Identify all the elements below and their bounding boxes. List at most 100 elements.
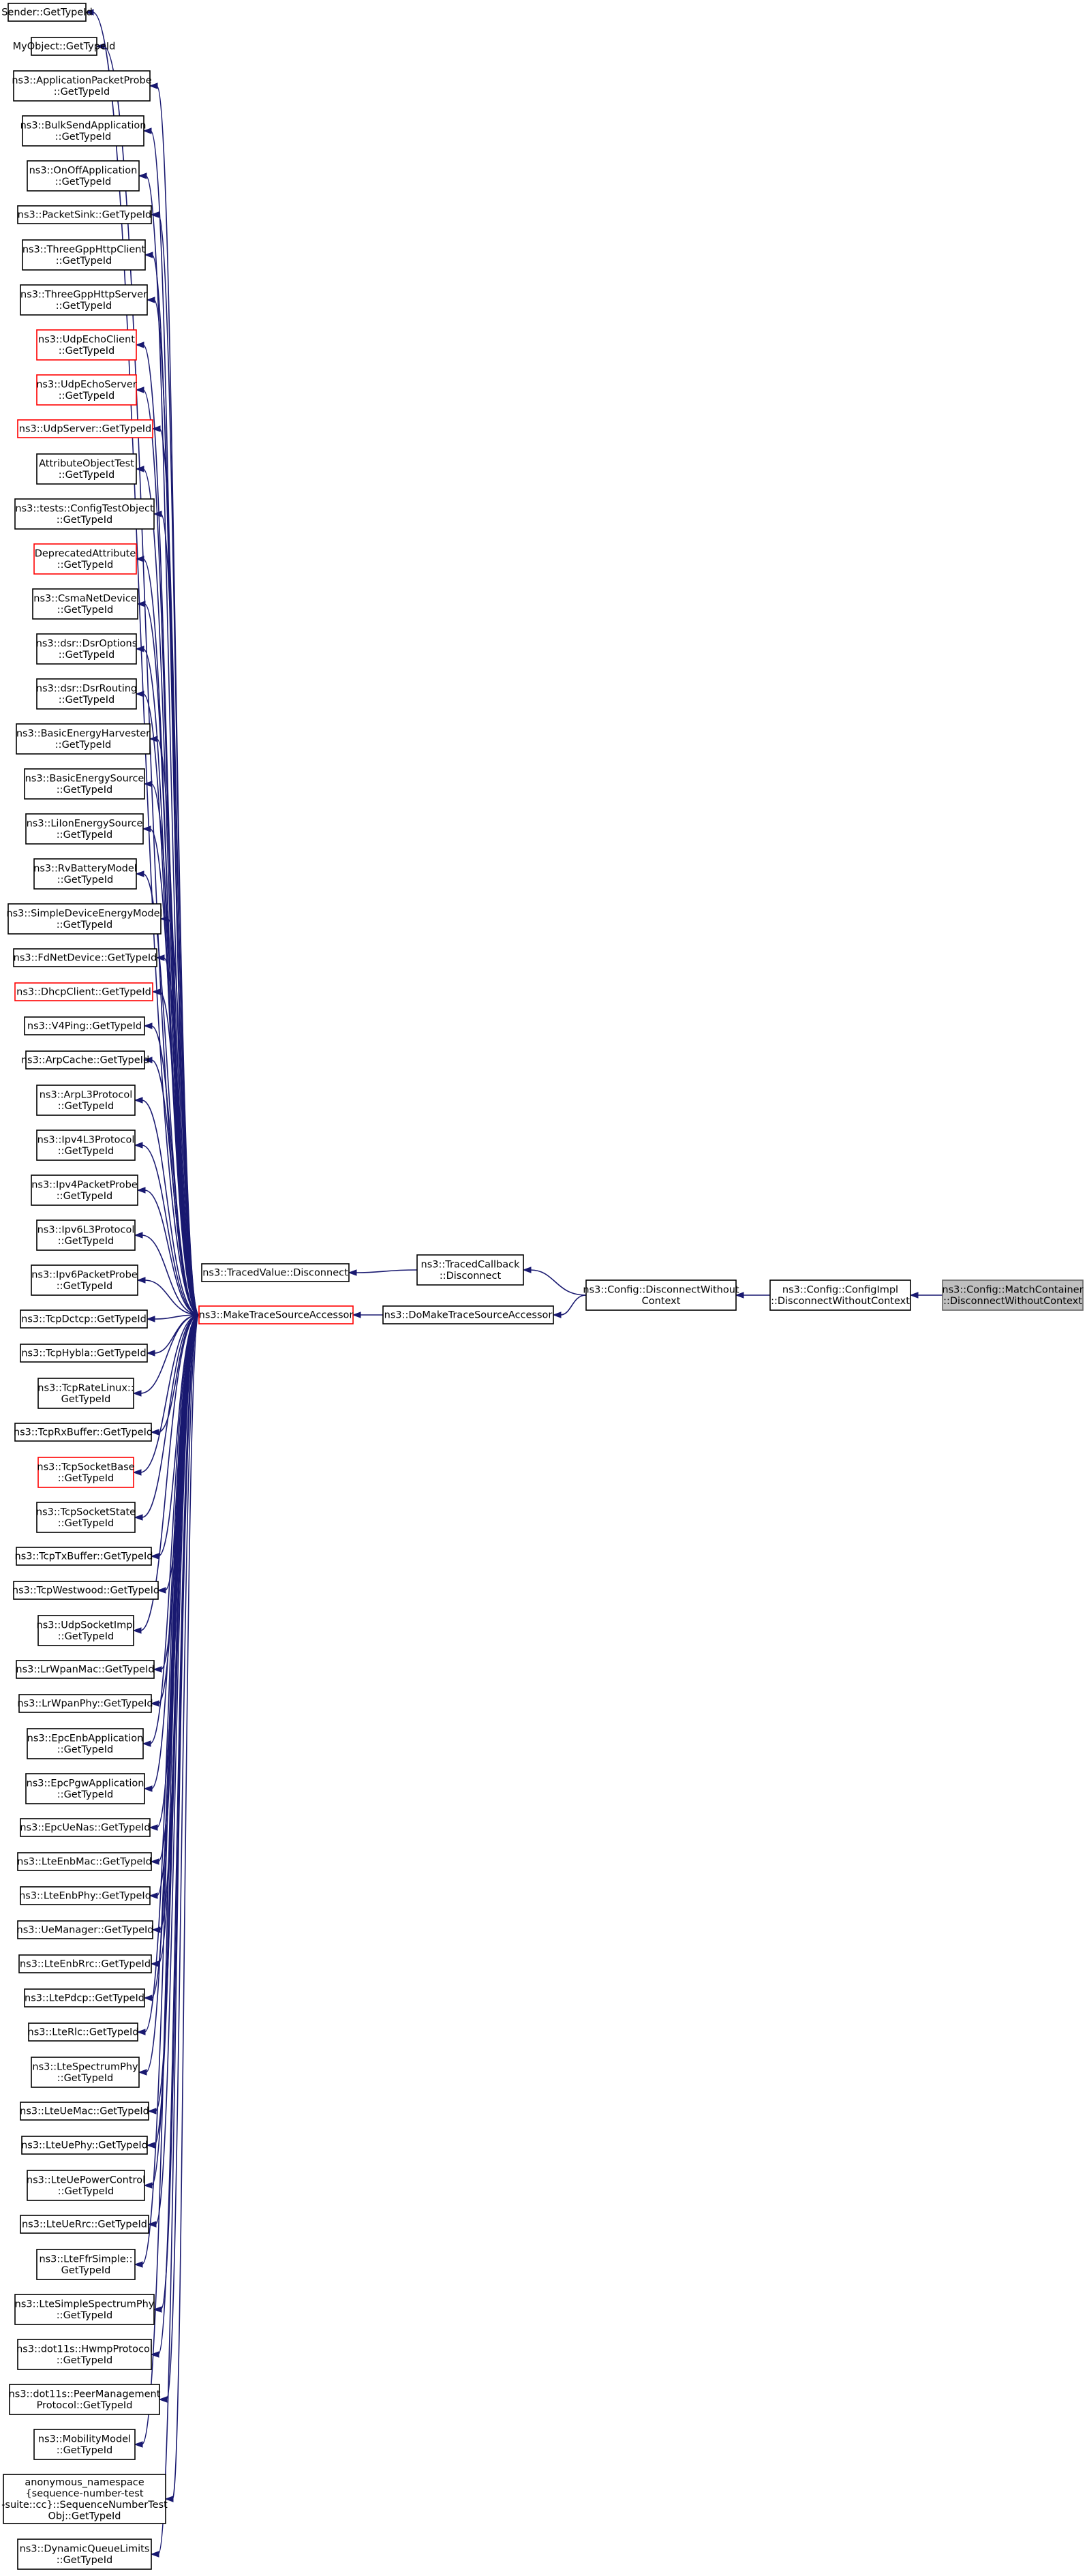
node-dynqueuelimits[interactable]: ns3::DynamicQueueLimits::GetTypeId [17,2539,152,2570]
node-uemanager[interactable]: ns3::UeManager::GetTypeId [17,1920,154,1939]
node-box[interactable] [198,1305,354,1324]
node-box[interactable] [201,1263,350,1282]
node-box[interactable] [31,37,97,56]
node-box[interactable] [22,115,144,147]
node-box[interactable] [20,1818,151,1837]
node-box[interactable] [17,205,152,224]
node-box[interactable] [14,1423,152,1442]
node-box[interactable] [37,1378,134,1409]
node-box[interactable] [36,453,137,485]
node-box[interactable] [36,2249,136,2280]
node-ltepdcp[interactable]: ns3::LtePdcp::GetTypeId [24,1988,145,2007]
node-lteuerrc[interactable]: ns3::LteUeRrc::GetTypeId [20,2215,149,2234]
node-onoff[interactable]: ns3::OnOffApplication::GetTypeId [27,160,140,192]
node-box[interactable] [33,543,137,575]
node-dsroptions[interactable]: ns3::dsr::DsrOptions::GetTypeId [36,633,138,665]
node-tcprxbuffer[interactable]: ns3::TcpRxBuffer::GetTypeId [14,1423,153,1442]
node-box[interactable] [33,2429,136,2460]
node-lterlc[interactable]: ns3::LteRlc::GetTypeId [28,2022,139,2042]
node-tcpratelinux[interactable]: ns3::TcpRateLinux::GetTypeId [37,1378,134,1409]
node-box[interactable] [20,284,148,316]
node-box[interactable] [9,2384,160,2415]
node-box[interactable] [31,1264,138,1296]
node-box[interactable] [24,1016,145,1035]
node-box[interactable] [13,948,157,967]
node-box[interactable] [24,1988,145,2007]
node-seqnumtest[interactable]: anonymous_namespace{sequence-number-test… [1,2474,168,2524]
node-lrwpanmac[interactable]: ns3::LrWpanMac::GetTypeId [16,1660,155,1679]
node-box[interactable] [20,1344,148,1363]
node-box[interactable] [17,2539,152,2570]
node-box[interactable] [27,1728,144,1759]
node-box[interactable] [20,1886,151,1905]
node-basicsource[interactable]: ns3::BasicEnergySource::GetTypeId [24,768,145,800]
node-box[interactable] [20,2215,149,2234]
node-tcphybla[interactable]: ns3::TcpHybla::GetTypeId [20,1344,148,1363]
node-box[interactable] [13,70,151,102]
node-dsrrouting[interactable]: ns3::dsr::DsrRouting::GetTypeId [36,678,137,710]
node-ipv6probe[interactable]: ns3::Ipv6PacketProbe::GetTypeId [31,1264,138,1296]
node-lteenbphy[interactable]: ns3::LteEnbPhy::GetTypeId [19,1886,151,1905]
node-box[interactable] [31,2057,140,2088]
node-box[interactable] [36,1130,136,1161]
node-box[interactable] [14,2294,155,2325]
node-makeaccessor[interactable]: ns3::MakeTraceSourceAccessor [198,1305,354,1324]
node-httpserver[interactable]: ns3::ThreeGppHttpServer::GetTypeId [20,284,148,316]
node-box[interactable] [769,1279,911,1311]
node-lteenbrrc[interactable]: ns3::LteEnbRrc::GetTypeId [18,1954,152,1973]
node-box[interactable] [31,1175,138,1206]
node-box[interactable] [25,1773,145,1804]
node-box[interactable] [382,1305,554,1324]
node-lteuepowercontrol[interactable]: ns3::LteUePowerControl::GetTypeId [27,2170,145,2201]
node-tcpdctcp[interactable]: ns3::TcpDctcp::GetTypeId [20,1309,148,1329]
node-hwmpprotocol[interactable]: ns3::dot11s::HwmpProtocol::GetTypeId [16,2339,153,2370]
node-box[interactable] [18,1694,152,1713]
node-csmanetdevice[interactable]: ns3::CsmaNetDevice::GetTypeId [32,588,138,620]
node-box[interactable] [32,588,138,620]
node-tcpsocketbase[interactable]: ns3::TcpSocketBase::GetTypeId [37,1457,135,1488]
node-box[interactable] [20,1309,148,1329]
node-fdnetdevice[interactable]: ns3::FdNetDevice::GetTypeId [13,948,157,967]
node-liion[interactable]: ns3::LiIonEnergySource::GetTypeId [25,813,144,845]
node-box[interactable] [36,374,137,406]
node-tracedvalue[interactable]: ns3::TracedValue::Disconnect [201,1263,350,1282]
node-lteuephy[interactable]: ns3::LteUePhy::GetTypeId [21,2136,148,2155]
node-ltespectrumphy[interactable]: ns3::LteSpectrumPhy::GetTypeId [31,2057,140,2088]
node-box[interactable] [16,1547,152,1566]
node-tracedcallback[interactable]: ns3::TracedCallback::Disconnect [416,1254,524,1286]
node-deprecatedattr[interactable]: DeprecatedAttribute::GetTypeId [33,543,137,575]
node-arpcache[interactable]: ns3::ArpCache::GetTypeId [21,1050,149,1070]
node-simpledevice[interactable]: ns3::SimpleDeviceEnergyModel::GetTypeId [6,903,163,935]
node-configtestobj[interactable]: ns3::tests::ConfigTestObject::GetTypeId [14,498,155,530]
node-disconnectwithout[interactable]: ns3::Config::DisconnectWithoutContext [583,1279,739,1311]
node-box[interactable] [14,982,153,1001]
node-lteenbmac[interactable]: ns3::LteEnbMac::GetTypeId [17,1852,152,1871]
node-box[interactable] [13,1581,159,1600]
node-box[interactable] [16,723,151,755]
node-epcpgwapp[interactable]: ns3::EpcPgwApplication::GetTypeId [25,1773,145,1804]
node-matchcontainer[interactable]: ns3::Config::MatchContainer::DisconnectW… [942,1279,1084,1311]
node-bulksend[interactable]: ns3::BulkSendApplication::GetTypeId [20,115,147,147]
node-udpechoserver[interactable]: ns3::UdpEchoServer::GetTypeId [36,374,137,406]
node-tcpsocketstate[interactable]: ns3::TcpSocketState::GetTypeId [36,1502,136,1533]
node-box[interactable] [36,1502,136,1533]
node-arpl3[interactable]: ns3::ArpL3Protocol::GetTypeId [36,1085,136,1116]
node-box[interactable] [27,160,140,192]
node-box[interactable] [27,2170,145,2201]
node-ipv6l3[interactable]: ns3::Ipv6L3Protocol::GetTypeId [36,1219,136,1251]
node-box[interactable] [17,1852,152,1871]
node-box[interactable] [20,2102,149,2121]
node-ipv4probe[interactable]: ns3::Ipv4PacketProbe::GetTypeId [31,1175,138,1206]
node-box[interactable] [37,1615,134,1646]
node-box[interactable] [28,2022,138,2042]
node-domakeaccessor[interactable]: ns3::DoMakeTraceSourceAccessor [382,1305,554,1324]
node-box[interactable] [36,1085,136,1116]
node-box[interactable] [416,1254,524,1286]
node-configimpl[interactable]: ns3::Config::ConfigImpl::DisconnectWitho… [769,1279,911,1311]
node-udpechoclient[interactable]: ns3::UdpEchoClient::GetTypeId [36,329,137,361]
node-box[interactable] [7,3,87,22]
node-peermanagement[interactable]: ns3::dot11s::PeerManagementProtocol::Get… [9,2384,161,2415]
node-box[interactable] [585,1279,737,1311]
node-mobilitymodel[interactable]: ns3::MobilityModel::GetTypeId [33,2429,136,2460]
node-box[interactable] [33,858,137,890]
